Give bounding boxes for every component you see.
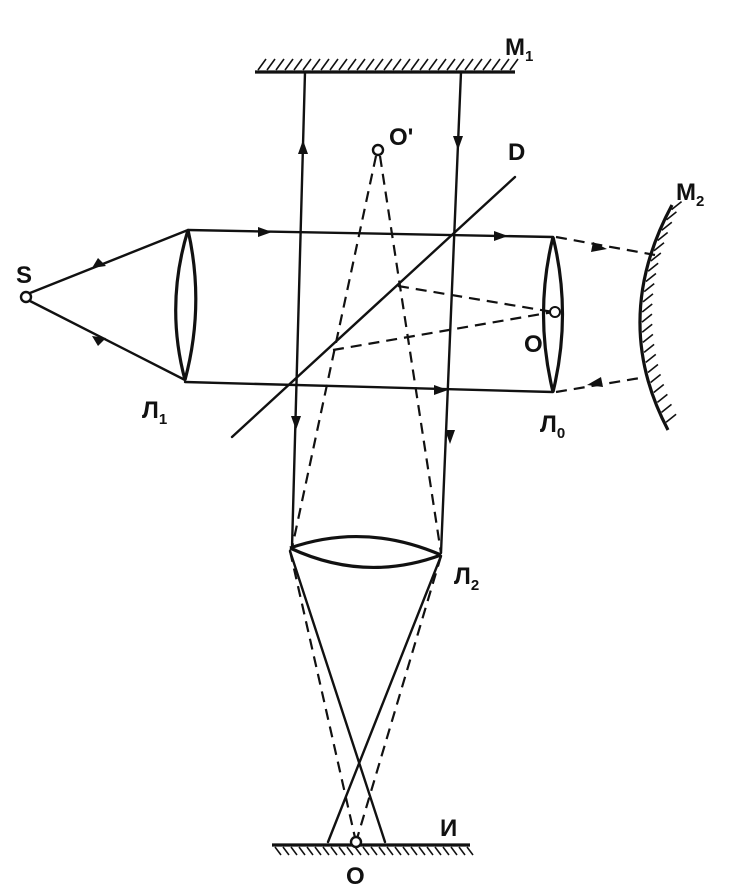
horizontal-beams [183,227,555,395]
label-m2: M2 [676,179,704,210]
rays-to-sample [288,549,443,844]
label-o-bottom: O [346,863,365,890]
label-beam-splitter: D [508,139,525,166]
beam-splitter-d [230,175,517,439]
point-o-bottom [349,835,363,849]
dashed-rays-o-prime [290,155,443,554]
lens-l2 [289,534,442,570]
mirror-m2 [638,200,683,431]
source-rays [28,228,190,382]
label-sample: И [440,815,457,842]
source-point [19,290,33,304]
label-source: S [16,262,32,289]
point-o-prime [371,143,385,157]
label-m1: M1 [505,34,533,65]
lens-l1 [174,229,198,381]
rays-to-m2 [555,235,656,394]
label-lens-1: Л1 [142,397,167,428]
sample-plane [272,843,474,856]
mirror-m1 [255,58,519,74]
lens-l0 [541,236,565,393]
label-lens-0: Л0 [540,411,565,442]
label-o-objective: O [524,331,543,358]
vertical-beams [290,70,463,555]
label-o-prime: O' [389,124,413,151]
dashed-rays-objective [332,284,554,352]
label-lens-2: Л2 [454,563,479,594]
